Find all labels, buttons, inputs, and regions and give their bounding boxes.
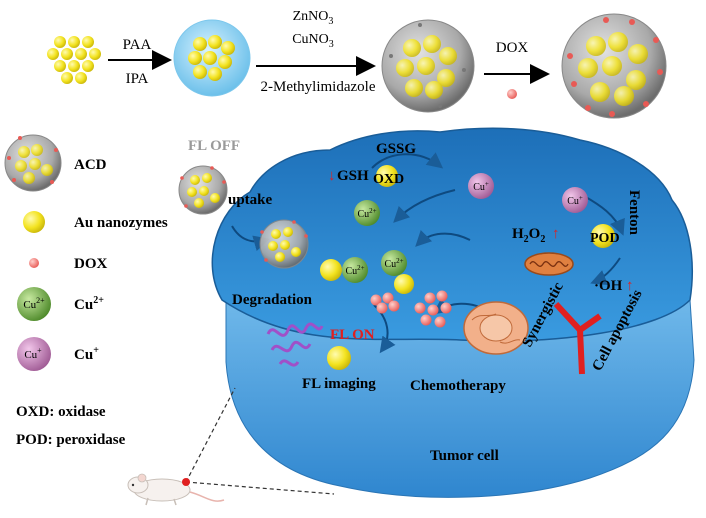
svg-text:Cu2+: Cu2+ bbox=[23, 296, 45, 311]
step1-bottom-label: IPA bbox=[126, 71, 149, 87]
fl-au-icon bbox=[327, 346, 351, 370]
svg-text:Cu+: Cu+ bbox=[567, 194, 583, 207]
legend-dox-label: DOX bbox=[74, 256, 108, 272]
fenton-label: Fenton bbox=[626, 190, 642, 236]
uptake-label: uptake bbox=[228, 192, 273, 208]
cu2-particle-c: Cu2+ bbox=[381, 250, 407, 276]
nucleus-icon bbox=[463, 301, 529, 355]
step2-bottom-label: 2-Methylimidazole bbox=[261, 79, 376, 95]
legend-acd-label: ACD bbox=[74, 157, 107, 173]
tumor-cell-label: Tumor cell bbox=[430, 448, 499, 464]
legend-au-label: Au nanozymes bbox=[74, 215, 168, 231]
dox-cluster-a bbox=[370, 292, 400, 314]
acd-degrading-particle bbox=[259, 219, 309, 269]
paa-coated-particle bbox=[173, 19, 251, 97]
legend: ACD Au nanozymes DOX Cu2+ Cu2+ Cu+ Cu+ O… bbox=[4, 134, 168, 448]
degradation-label: Degradation bbox=[232, 292, 313, 308]
au-particle-a bbox=[320, 259, 342, 281]
cu1-particle-right: Cu+ bbox=[562, 187, 588, 213]
acd-particle-loaded bbox=[561, 13, 667, 119]
svg-text:Cu2+: Cu2+ bbox=[345, 264, 364, 277]
oxd-au-icon bbox=[376, 165, 398, 187]
legend-cu2-label: Cu2+ bbox=[74, 295, 104, 313]
cu2-particle-a: Cu2+ bbox=[354, 200, 380, 226]
legend-cu1-icon: Cu+ bbox=[17, 337, 51, 371]
step2-cu-label: CuNO3 bbox=[292, 32, 334, 50]
oxd-label: OXD bbox=[373, 172, 404, 187]
step3-top-label: DOX bbox=[496, 40, 529, 56]
mitochondrion-icon bbox=[524, 252, 574, 276]
svg-text:Cu+: Cu+ bbox=[24, 346, 42, 361]
gsh-down-arrow-icon: ↓ bbox=[328, 168, 336, 184]
fl-on-label: FL ON bbox=[330, 327, 375, 343]
legend-pod-label: POD: peroxidase bbox=[16, 432, 126, 448]
legend-cu2-icon: Cu2+ bbox=[17, 287, 51, 321]
step1-top-label: PAA bbox=[123, 37, 152, 53]
svg-text:Cu2+: Cu2+ bbox=[384, 257, 403, 270]
chemotherapy-label: Chemotherapy bbox=[410, 378, 506, 394]
legend-au-icon bbox=[23, 211, 45, 233]
mouse-inset bbox=[127, 387, 335, 506]
pod-au-icon bbox=[591, 224, 615, 248]
pod-label: POD bbox=[590, 231, 620, 246]
svg-text:Cu2+: Cu2+ bbox=[357, 207, 376, 220]
fl-off-label: FL OFF bbox=[188, 138, 240, 154]
legend-dox-icon bbox=[29, 258, 39, 268]
legend-acd-icon bbox=[4, 134, 62, 192]
h2o2-label: H2O2 bbox=[512, 226, 545, 245]
fl-imaging-label: FL imaging bbox=[302, 376, 376, 392]
h2o2-up-arrow-icon: ↑ bbox=[552, 226, 560, 242]
acd-uptake-particle bbox=[178, 165, 228, 215]
cu2-particle-b: Cu2+ bbox=[342, 257, 368, 283]
acd-particle-empty bbox=[381, 19, 475, 113]
oh-up-arrow-icon: ↑ bbox=[626, 278, 634, 294]
mouse-icon bbox=[127, 473, 225, 506]
step2-zn-label: ZnNO3 bbox=[293, 9, 334, 27]
au-particle-b bbox=[394, 274, 414, 294]
gssg-label: GSSG bbox=[376, 141, 416, 157]
synthesis-row: PAA IPA ZnNO3 CuNO3 2-Methylimidazole bbox=[47, 9, 667, 119]
legend-cu1-label: Cu+ bbox=[74, 345, 99, 363]
gsh-label: GSH bbox=[337, 168, 369, 184]
oh-label: ·OH bbox=[594, 278, 623, 294]
dox-dot-icon bbox=[507, 89, 517, 99]
endoplasmic-reticulum-icon bbox=[266, 322, 324, 367]
dox-cluster-b bbox=[414, 290, 452, 328]
red-inhibition-arrow-icon bbox=[553, 301, 602, 375]
legend-oxd-label: OXD: oxidase bbox=[16, 404, 106, 420]
svg-text:Cu+: Cu+ bbox=[473, 180, 489, 193]
au-nanozyme-cluster bbox=[47, 36, 101, 84]
cu1-particle-top: Cu+ bbox=[468, 173, 494, 199]
